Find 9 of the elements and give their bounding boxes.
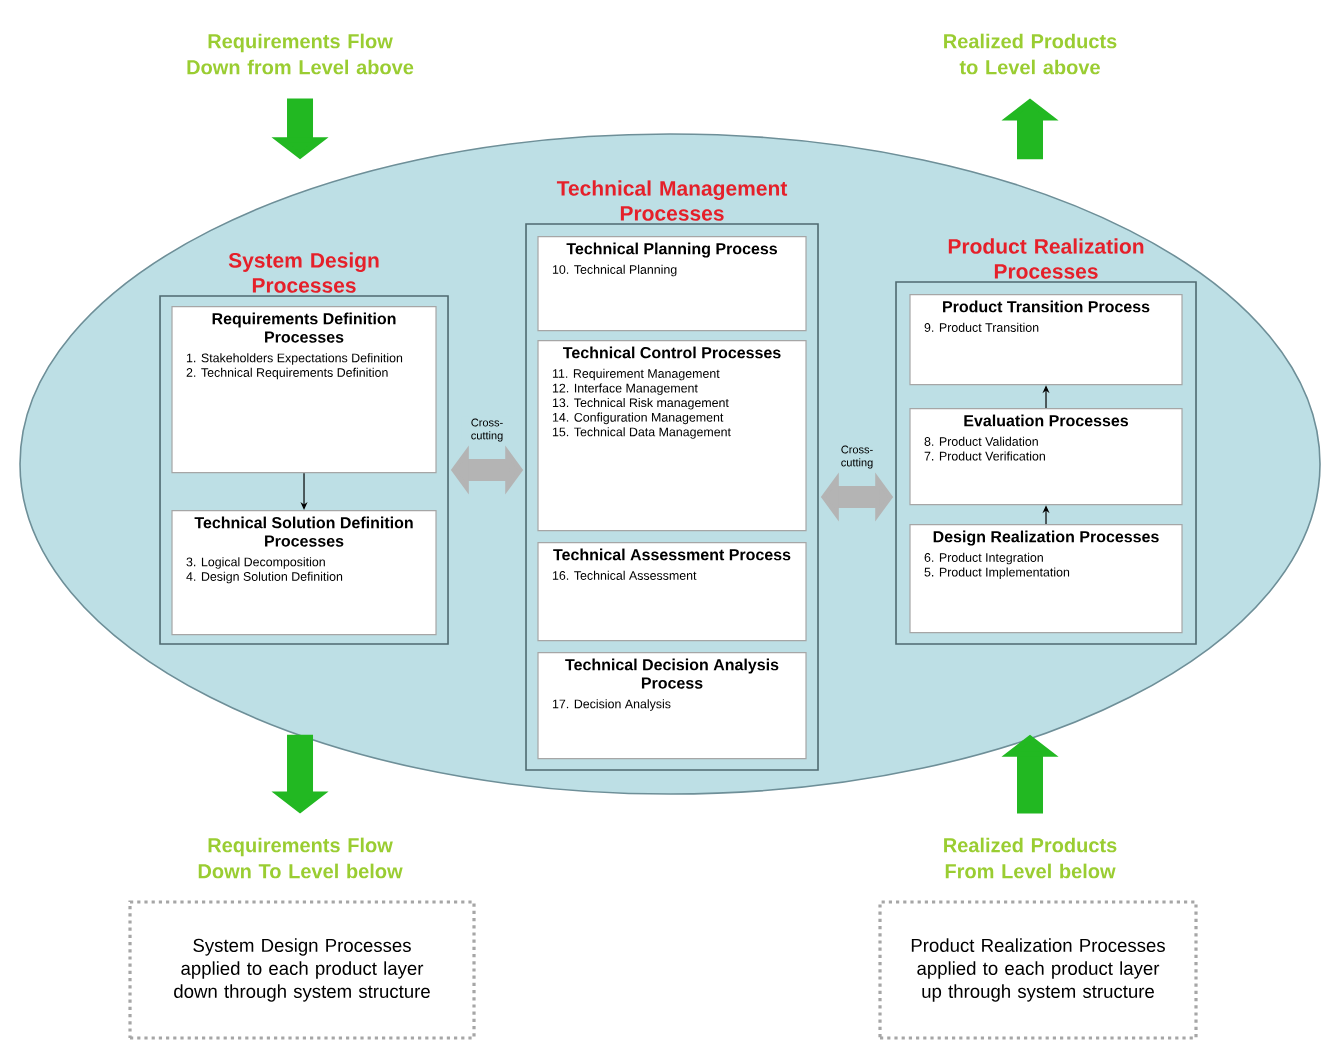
note-box: System Design Processes applied to each product layer down through system structure [128, 900, 476, 1040]
flow-label: Realized Products to Level above [944, 33, 1117, 75]
flow-label: Realized Products From Level below [944, 837, 1117, 879]
flow-label: Requirements Flow Down To Level below [198, 837, 403, 879]
note-box: Product Realization Processes applied to each product layer up through system structure [878, 900, 1198, 1040]
flow-label: Requirements Flow Down from Level above [187, 33, 414, 75]
node-label: System Design Processes [228, 252, 379, 293]
node-label: Product Realization Processes [948, 238, 1144, 279]
node-label: Technical Management Processes [556, 180, 788, 221]
